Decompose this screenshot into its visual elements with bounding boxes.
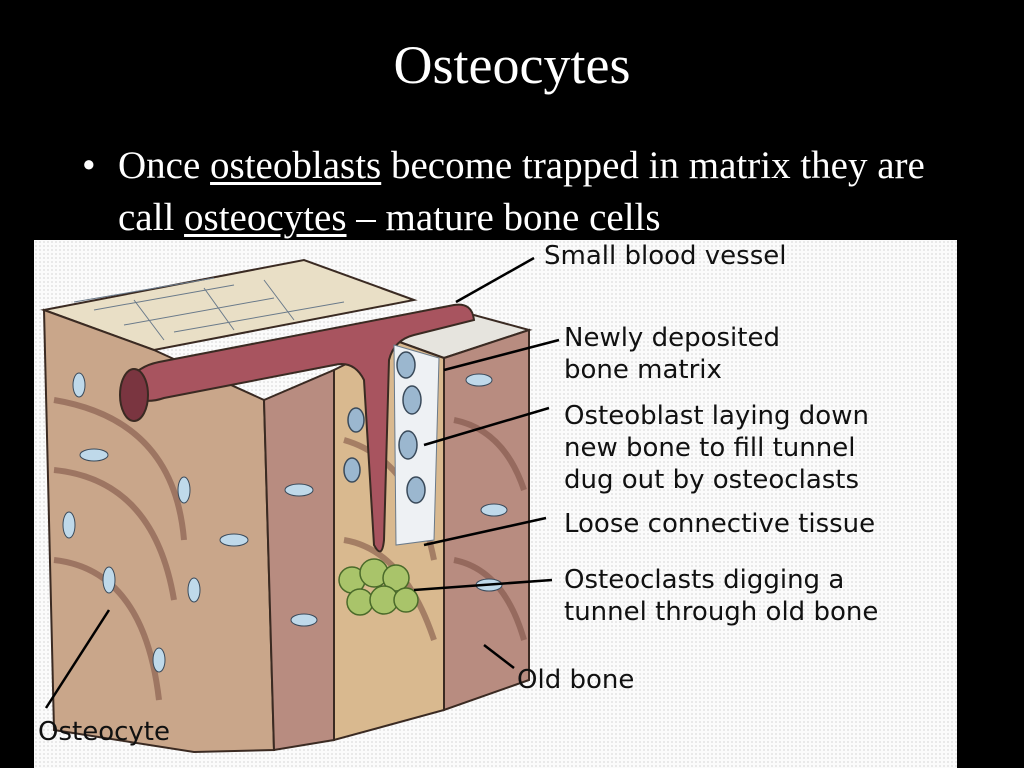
- blood-vessel: [122, 303, 476, 553]
- bullet-text-part-1: Once: [118, 144, 211, 187]
- term-osteoblasts: osteoblasts: [210, 144, 382, 187]
- bullet-text: Once osteoblasts become trapped in matri…: [118, 140, 978, 244]
- osteoclast-cluster: [338, 558, 419, 616]
- bone-side-face: [262, 368, 335, 752]
- label-osteocyte: Osteocyte: [38, 717, 170, 747]
- label-leader-lines: [44, 256, 560, 709]
- blood-vessel-opening: [119, 368, 149, 422]
- label-loose-connective-tissue: Loose connective tissue: [564, 509, 876, 539]
- slide-title: Osteocytes: [393, 35, 631, 95]
- tunnel-right-face: [443, 328, 530, 712]
- osteocyte-cells: [62, 372, 508, 673]
- label-old-bone: Old bone: [517, 665, 635, 695]
- bone-block-illustration: [40, 256, 560, 754]
- term-osteocytes: osteocytes: [184, 196, 347, 239]
- label-osteoclasts: Osteoclasts digging a tunnel through old…: [564, 565, 879, 627]
- bullet-text-part-3: – mature bone cells: [346, 196, 661, 239]
- label-osteoblast: Osteoblast laying down new bone to fill …: [564, 401, 869, 495]
- bullet-marker: •: [82, 144, 96, 187]
- label-small-blood-vessel: Small blood vessel: [544, 241, 787, 271]
- bone-remodeling-figure: Small blood vessel Newly deposited bone …: [34, 240, 957, 768]
- bullet-text-part-2: become trapped in matrix they are call: [118, 144, 925, 239]
- top-face-texture: [73, 277, 345, 341]
- osteoblast-cells: [343, 351, 426, 504]
- label-new-bone-matrix: Newly deposited bone matrix: [564, 323, 780, 385]
